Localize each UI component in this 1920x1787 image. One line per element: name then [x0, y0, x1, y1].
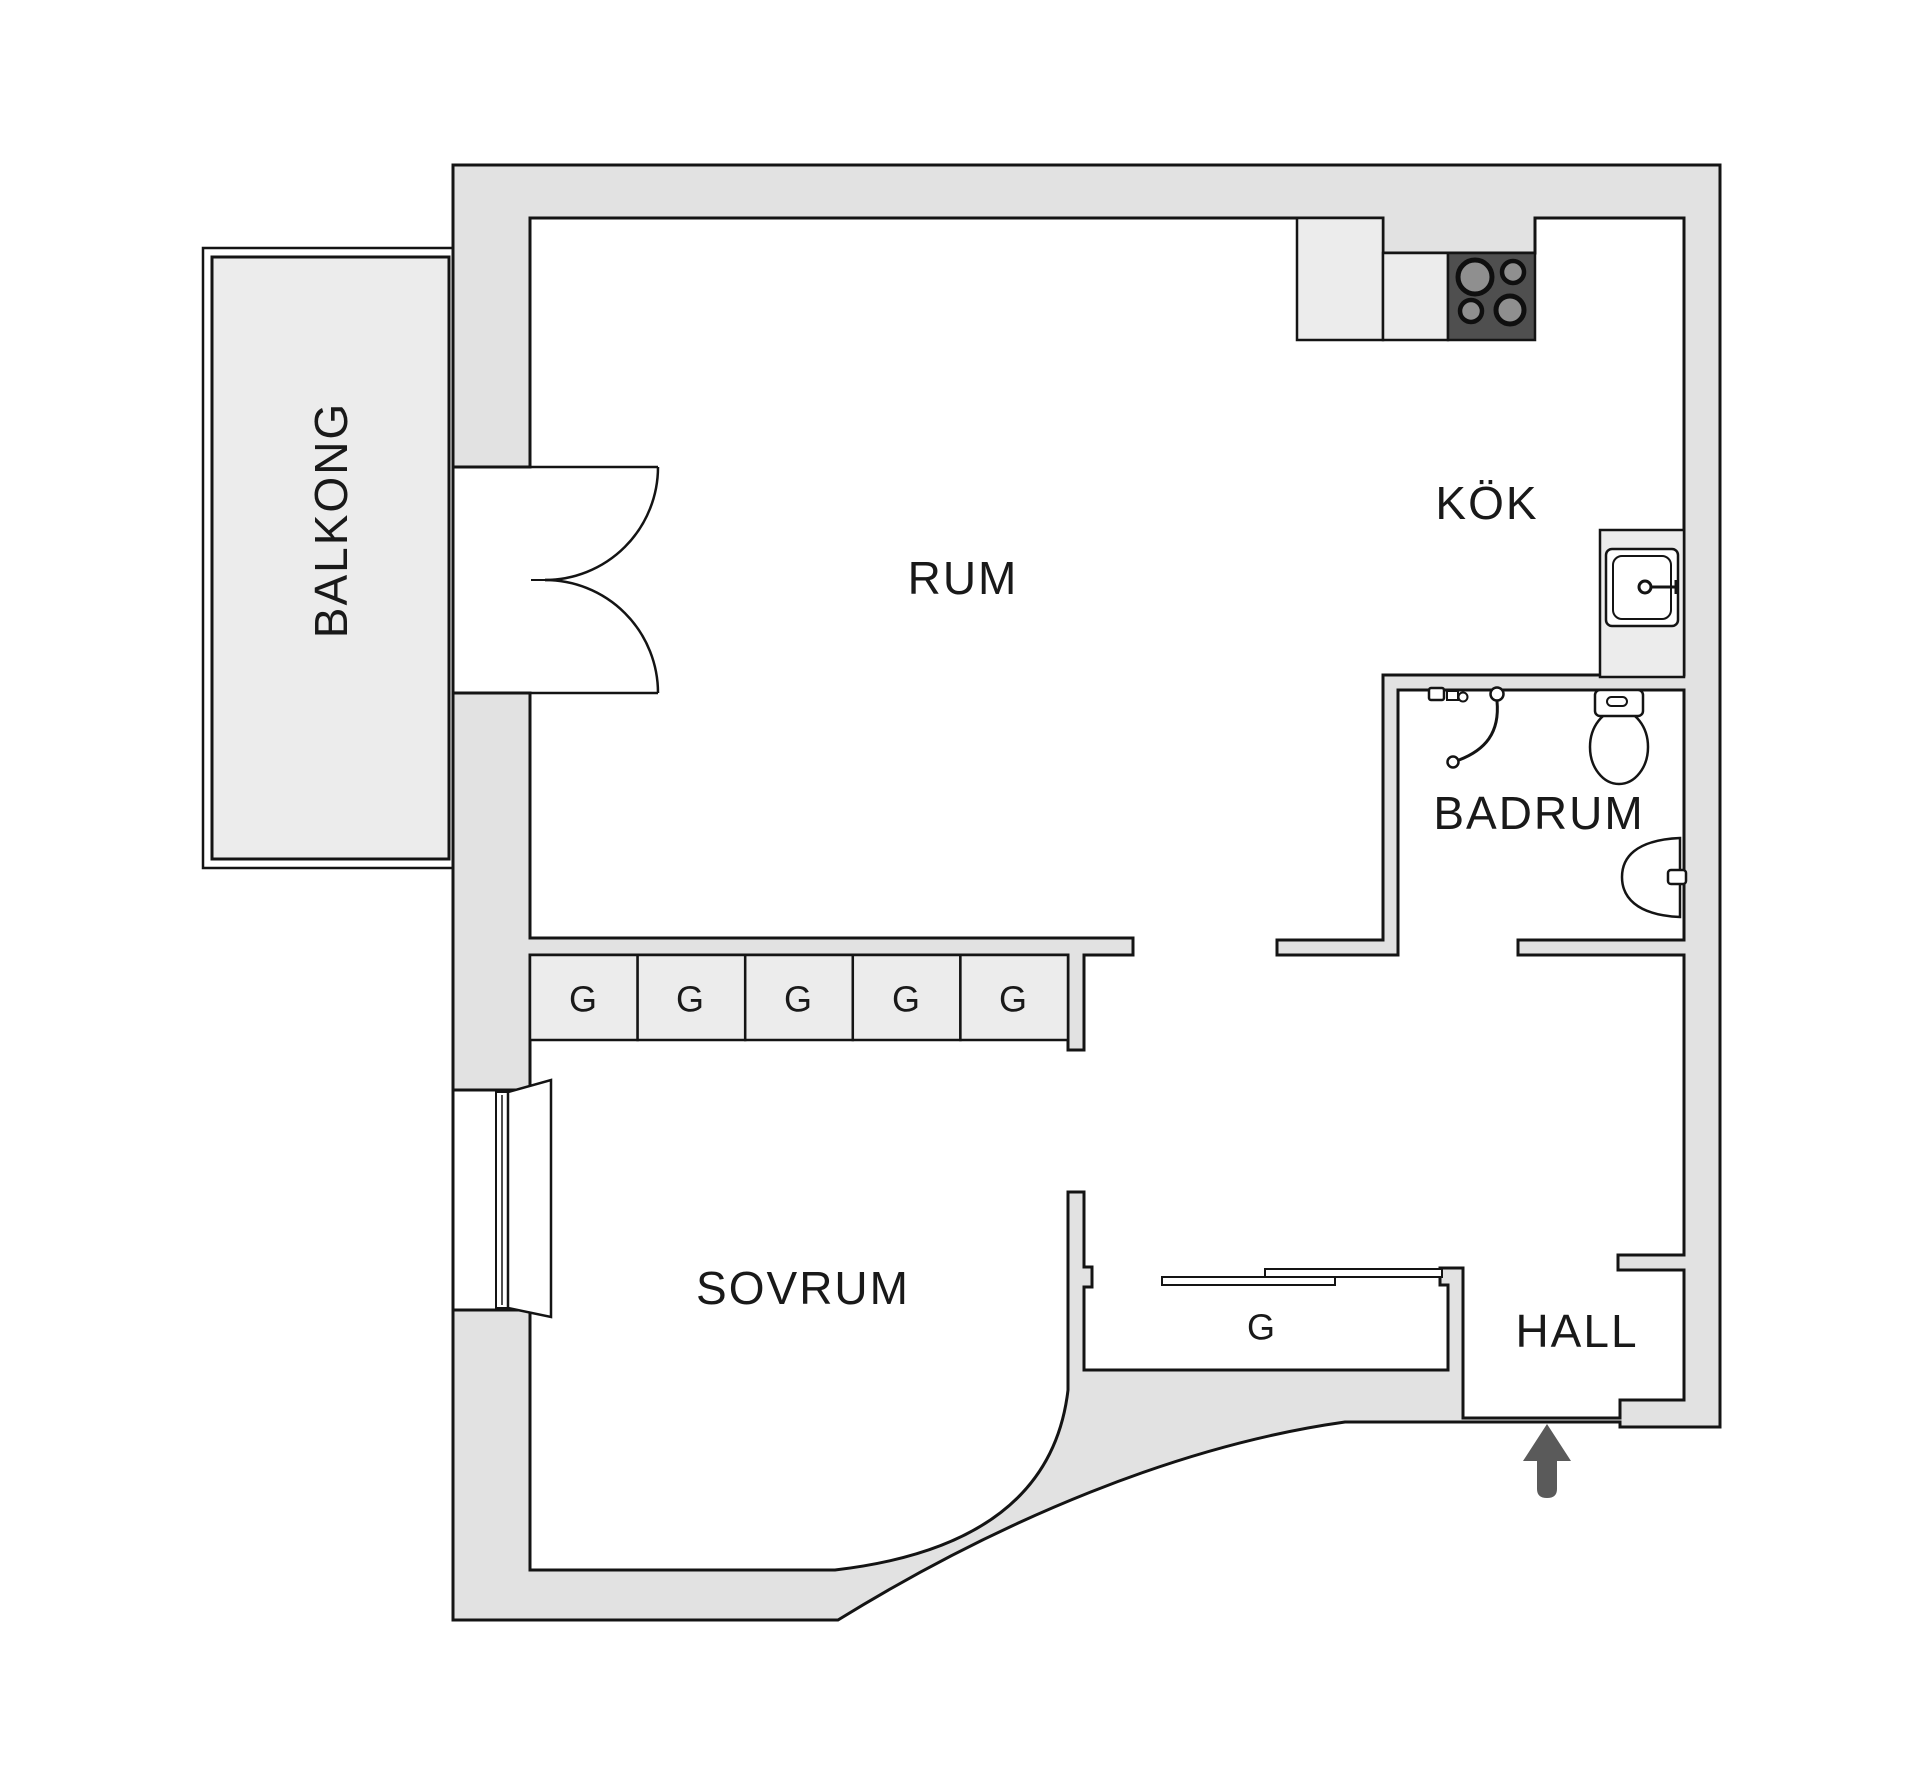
- wardrobe-1-label: G: [569, 979, 599, 1020]
- wardrobe-3-label: G: [784, 979, 814, 1020]
- bedroom-label: SOVRUM: [696, 1262, 910, 1314]
- wardrobe-row: G G G G G: [528, 953, 1070, 1042]
- balcony-floor: [210, 255, 451, 861]
- hall-label: HALL: [1515, 1305, 1638, 1357]
- wash-basin-icon: [1620, 836, 1688, 919]
- sliding-door-panel-1: [1161, 1276, 1336, 1286]
- hall-closet: G: [1161, 1268, 1443, 1348]
- shower-icon: [1427, 686, 1505, 769]
- bedroom-window-icon: [495, 1078, 553, 1319]
- wardrobe-2-label: G: [676, 979, 706, 1020]
- stove-icon: [1446, 251, 1537, 342]
- wardrobe-2: [636, 953, 747, 1042]
- wardrobe-5-label: G: [999, 979, 1029, 1020]
- balcony-double-door-icon: [530, 465, 660, 695]
- hall-closet-label: G: [1247, 1307, 1277, 1348]
- sliding-door-panel-2: [1264, 1268, 1443, 1278]
- balcony-label: BALKONG: [305, 402, 357, 638]
- entrance-arrow-icon: [1523, 1424, 1571, 1498]
- wardrobe-4: [851, 953, 962, 1042]
- balcony: BALKONG: [201, 246, 460, 870]
- kitchen-fixtures: [1295, 216, 1686, 679]
- living-room-label: RUM: [908, 552, 1019, 604]
- interior-floor: [451, 216, 1686, 1572]
- kitchen-counter-middle: [1381, 251, 1450, 342]
- wardrobe-3: [743, 953, 855, 1042]
- toilet-icon: [1588, 688, 1650, 786]
- kitchen-counter-left: [1295, 216, 1385, 342]
- wardrobe-4-label: G: [892, 979, 922, 1020]
- bathroom-label: BADRUM: [1433, 787, 1644, 839]
- kitchen-sink-icon: [1604, 547, 1680, 628]
- bathroom-fixtures: [1427, 686, 1688, 919]
- kitchen-label: KÖK: [1435, 477, 1538, 529]
- wardrobe-5: [959, 953, 1070, 1042]
